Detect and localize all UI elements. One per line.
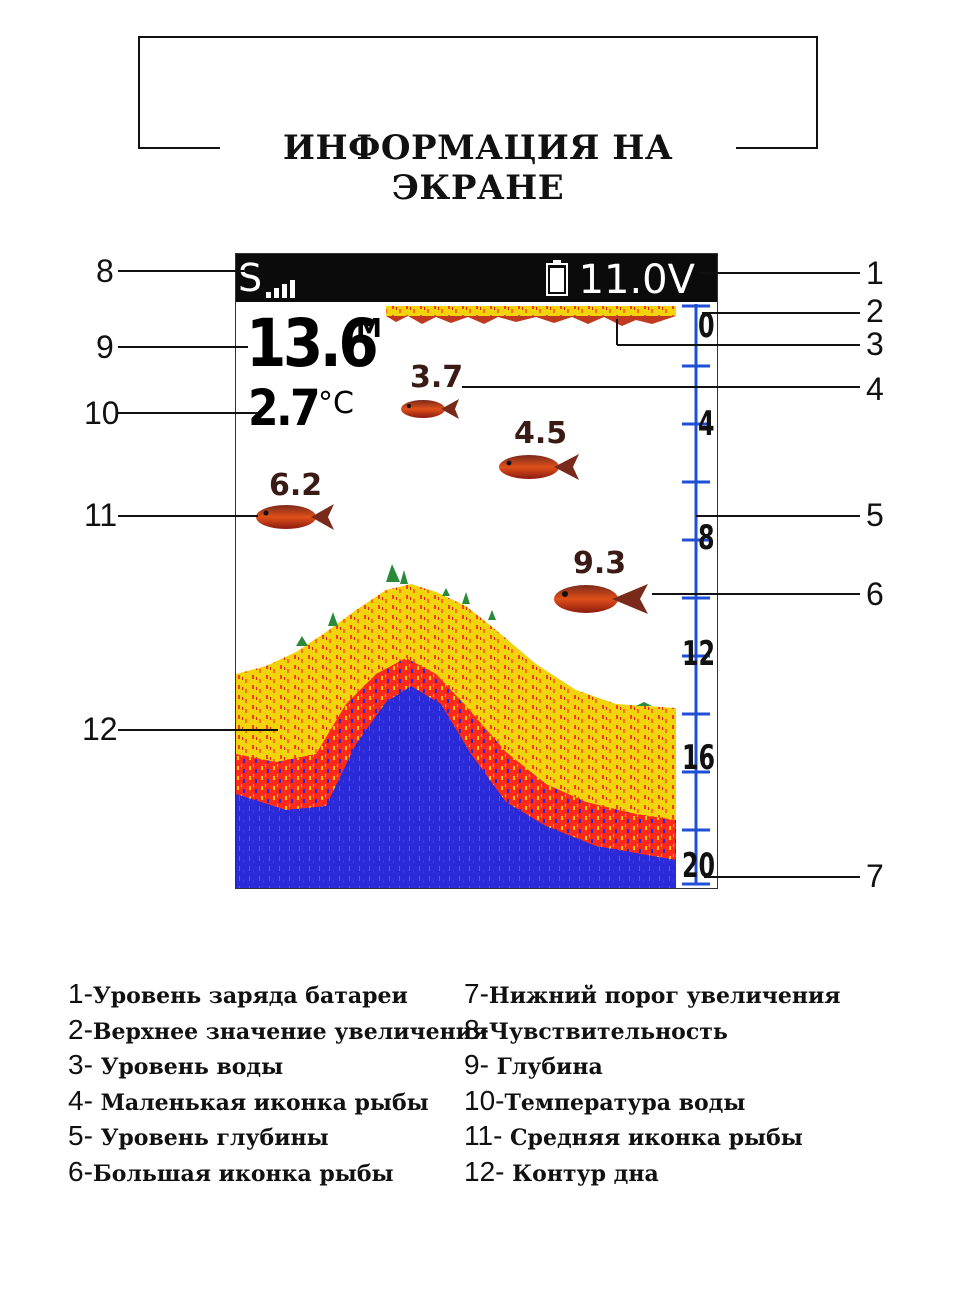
legend-number: 4- [68, 1084, 93, 1116]
fish-icon-medium-1 [499, 454, 579, 480]
legend-number: 8- [464, 1013, 489, 1045]
scale-label: 20 [682, 846, 716, 886]
callout-number: 4 [866, 371, 884, 407]
callout-line-10 [118, 412, 258, 414]
legend-text: Контур дна [504, 1160, 659, 1187]
battery-voltage: 11.0V [578, 257, 695, 303]
scale-label: 4 [698, 404, 715, 444]
legend-number: 7- [464, 978, 489, 1009]
legend-item: 4- Маленькая иконка рыбы [68, 1085, 488, 1121]
callout-line-12 [118, 729, 278, 731]
legend-text: Маленькая иконка рыбы [92, 1089, 429, 1116]
legend-number: 9- [464, 1049, 489, 1080]
callout-line-7 [704, 876, 860, 878]
callout-number: 1 [866, 255, 884, 291]
temperature-value: 2.7 [248, 379, 321, 437]
legend-item: 10-Температура воды [464, 1085, 841, 1121]
callout-number: 3 [866, 326, 884, 362]
fish-icon-small [401, 399, 459, 419]
legend-item: 5- Уровень глубины [68, 1120, 488, 1156]
callout-number: 5 [866, 497, 884, 533]
callout-number: 2 [866, 293, 884, 329]
sonar-display [236, 304, 710, 888]
fish-depth-label: 3.7 [410, 360, 464, 395]
legend-number: 11- [464, 1120, 503, 1151]
legend-number: 12- [464, 1155, 505, 1187]
legend-item: 1-Уровень заряда батареи [68, 978, 488, 1014]
legend-item: 12- Контур дна [464, 1156, 841, 1192]
callout-line-3-vertical [616, 319, 618, 345]
scale-label: 12 [682, 634, 716, 674]
legend-text: Уровень глубины [92, 1125, 329, 1151]
scale-label: 8 [698, 518, 715, 558]
fishfinder-screen: S 11.0V 13.6 M 2.7 °C 3.7 4.5 6.2 9.3 0 … [235, 253, 718, 889]
callout-number: 11 [84, 497, 118, 533]
legend-left: 1-Уровень заряда батареи 2-Верхнее значе… [68, 978, 488, 1191]
legend-item: 11- Средняя иконка рыбы [464, 1120, 841, 1156]
temperature-unit: °C [318, 386, 354, 421]
sensitivity-label: S [238, 256, 263, 300]
legend-item: 7-Нижний порог увеличения [464, 978, 841, 1014]
legend-number: 1- [68, 978, 93, 1009]
legend-item: 9- Глубина [464, 1049, 841, 1085]
fish-icon-medium-2 [256, 504, 334, 530]
callout-number: 10 [84, 395, 120, 431]
legend-text: Нижний порог увеличения [488, 983, 841, 1009]
callout-line-1 [700, 272, 860, 274]
callout-number: 6 [866, 576, 884, 612]
callout-number: 7 [866, 858, 884, 894]
legend-number: 6- [68, 1155, 93, 1187]
title-frame-line-left [138, 147, 220, 149]
legend-item: 6-Большая иконка рыбы [68, 1156, 488, 1192]
legend-text: Глубина [488, 1054, 603, 1080]
legend-right: 7-Нижний порог увеличения 8-Чувствительн… [464, 978, 841, 1191]
surface-clutter-fringe [386, 316, 676, 326]
fish-depth-label: 6.2 [269, 468, 323, 503]
fish-depth-label: 9.3 [573, 546, 627, 581]
callout-line-8 [118, 270, 258, 272]
callout-line-9 [118, 346, 248, 348]
page-title: ИНФОРМАЦИЯ НА ЭКРАНЕ [282, 128, 674, 208]
depth-scale-ticks [682, 304, 710, 886]
scale-label: 16 [682, 738, 716, 778]
legend-text: Чувствительность [488, 1018, 728, 1045]
callout-line-4 [462, 386, 860, 388]
legend-item: 8-Чувствительность [464, 1014, 841, 1050]
signal-bars-icon [266, 280, 295, 298]
callout-number: 8 [96, 253, 114, 289]
legend-item: 2-Верхнее значение увеличения [68, 1014, 488, 1050]
battery-icon [546, 260, 568, 296]
legend-text: Средняя иконка рыбы [502, 1125, 803, 1151]
legend-text: Температура воды [504, 1089, 746, 1116]
legend-number: 2- [68, 1013, 93, 1045]
legend-number: 3- [68, 1049, 93, 1080]
weed-tips [296, 564, 652, 706]
legend-item: 3- Уровень воды [68, 1049, 488, 1085]
status-bar: S 11.0V [236, 254, 717, 302]
legend-number: 10- [464, 1084, 505, 1116]
legend-text: Верхнее значение увеличения [92, 1018, 489, 1045]
legend-text: Уровень воды [92, 1054, 284, 1080]
depth-value: 13.6 [246, 305, 379, 382]
callout-line-5 [696, 515, 860, 517]
fish-depth-label: 4.5 [514, 416, 568, 451]
legend-text: Уровень заряда батареи [92, 983, 408, 1009]
callout-line-11 [118, 515, 258, 517]
callout-number: 9 [96, 329, 114, 365]
title-frame [138, 36, 818, 148]
scale-label: 0 [698, 306, 715, 346]
callout-line-6 [652, 593, 860, 595]
legend-number: 5- [68, 1120, 93, 1151]
surface-clutter [386, 306, 676, 316]
title-frame-line-right [736, 147, 818, 149]
callout-line-2 [702, 312, 860, 314]
callout-number: 12 [82, 711, 118, 747]
bottom-blue [236, 686, 676, 888]
legend-text: Большая иконка рыбы [92, 1160, 394, 1187]
callout-line-3 [617, 344, 860, 346]
fish-icon-large [554, 584, 648, 614]
depth-unit: M [356, 314, 382, 344]
